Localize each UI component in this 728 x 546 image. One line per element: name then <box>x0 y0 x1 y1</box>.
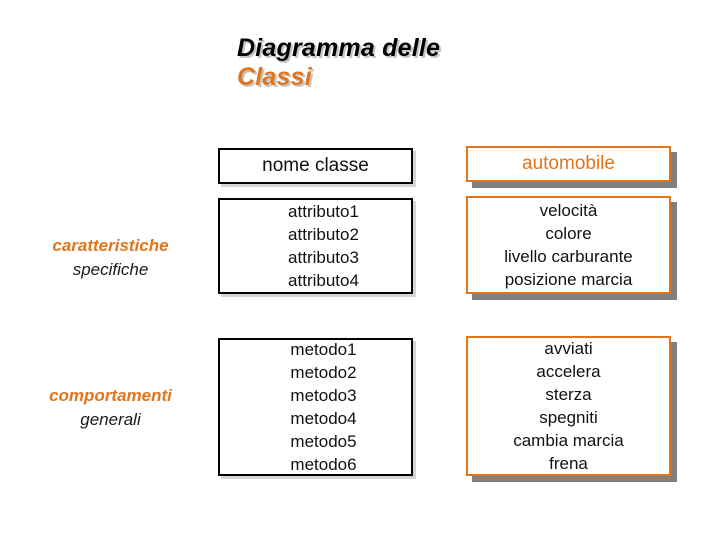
generic-class-name: nome classe <box>262 155 369 176</box>
generic-attribute-item: attributo4 <box>288 271 359 290</box>
generic-attribute-item: attributo3 <box>288 248 359 267</box>
caption-characteristics: caratteristiche specifiche <box>8 234 213 282</box>
generic-class-name-box: nome classe <box>218 148 413 184</box>
example-method-item: cambia marcia <box>513 431 624 450</box>
generic-method-item: metodo4 <box>290 409 357 428</box>
slide-title-line-2: Classi <box>237 63 312 91</box>
example-class-name: automobile <box>522 153 615 174</box>
caption-behaviours: comportamenti generali <box>8 384 213 432</box>
generic-method-item: metodo5 <box>290 432 357 451</box>
caption-characteristics-strong: caratteristiche <box>52 236 169 255</box>
example-class-methods-box: avviati accelera sterza spegniti cambia … <box>466 336 671 476</box>
caption-characteristics-soft: specifiche <box>72 260 149 279</box>
example-attribute-item: velocità <box>539 201 598 220</box>
example-class-name-box: automobile <box>466 146 671 182</box>
example-class-attributes-box: velocità colore livello carburante posiz… <box>466 196 671 294</box>
example-method-item: avviati <box>544 339 593 358</box>
example-attribute-item: posizione marcia <box>504 270 633 289</box>
generic-method-item: metodo1 <box>290 340 357 359</box>
example-method-item: spegniti <box>539 408 598 427</box>
slide-title: Diagramma delle Classi <box>237 34 657 92</box>
generic-method-item: metodo3 <box>290 386 357 405</box>
example-method-item: sterza <box>545 385 592 404</box>
generic-attribute-item: attributo2 <box>288 225 359 244</box>
generic-method-item: metodo2 <box>290 363 357 382</box>
example-method-item: accelera <box>536 362 601 381</box>
generic-class-methods-box: metodo1 metodo2 metodo3 metodo4 metodo5 … <box>218 338 413 476</box>
example-attribute-item: colore <box>545 224 592 243</box>
generic-method-item: metodo6 <box>290 455 357 474</box>
example-method-item: frena <box>549 454 588 473</box>
slide-title-line-1: Diagramma delle <box>237 34 441 62</box>
caption-behaviours-soft: generali <box>80 410 141 429</box>
caption-behaviours-strong: comportamenti <box>49 386 172 405</box>
generic-attribute-item: attributo1 <box>288 202 359 221</box>
example-attribute-item: livello carburante <box>504 247 633 266</box>
generic-class-attributes-box: attributo1 attributo2 attributo3 attribu… <box>218 198 413 294</box>
